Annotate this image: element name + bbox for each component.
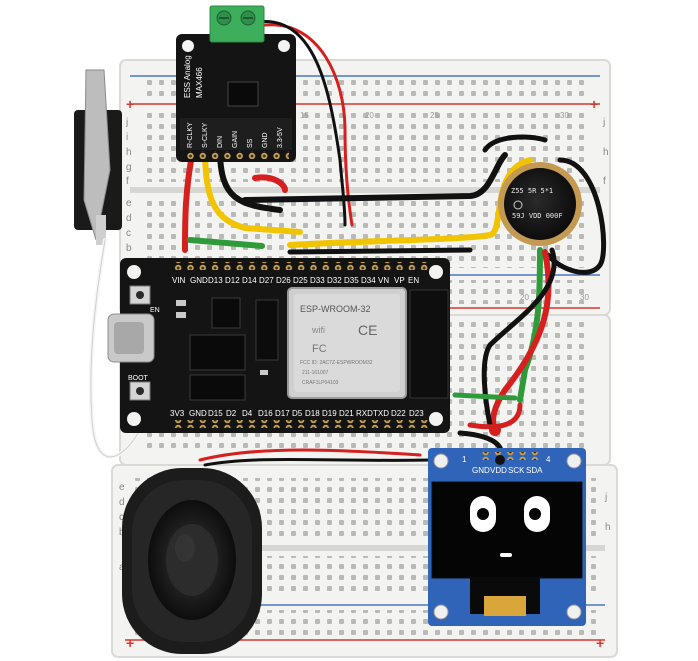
- amplifier-module: ESS Analog MAX466 R-CLKY S-CLKY DIN GAIN…: [176, 5, 296, 162]
- svg-text:RXD: RXD: [356, 409, 373, 418]
- svg-text:15: 15: [300, 111, 309, 120]
- svg-text:ESP-WROOM-32: ESP-WROOM-32: [300, 304, 371, 314]
- svg-text:c: c: [126, 228, 131, 239]
- svg-text:EN: EN: [408, 276, 419, 285]
- audio-jack: [74, 69, 122, 245]
- wire-ends: [489, 424, 505, 465]
- svg-text:GND: GND: [190, 276, 208, 285]
- svg-text:211-161007: 211-161007: [302, 370, 329, 376]
- svg-text:SDA: SDA: [526, 466, 543, 475]
- microphone-module: Z55 5R 5*1 59J VDD 000F: [498, 162, 582, 246]
- svg-text:4: 4: [546, 455, 551, 464]
- svg-text:GAIN: GAIN: [232, 131, 239, 148]
- oled-display: 1 4 GND VDD SCK SDA: [428, 448, 586, 626]
- svg-text:25: 25: [430, 111, 439, 120]
- svg-text:i: i: [126, 132, 128, 143]
- rail-plus-signs: + + + +: [126, 96, 604, 651]
- svg-text:EN: EN: [150, 307, 160, 314]
- svg-text:D35: D35: [344, 276, 359, 285]
- svg-text:j: j: [602, 117, 605, 128]
- svg-text:VDD: VDD: [490, 466, 507, 475]
- svg-text:ESS Analog: ESS Analog: [183, 55, 192, 98]
- svg-text:TXD: TXD: [373, 409, 389, 418]
- svg-text:D4: D4: [242, 409, 253, 418]
- svg-text:D23: D23: [409, 409, 424, 418]
- svg-text:wifi: wifi: [311, 325, 325, 335]
- svg-text:+: +: [590, 96, 598, 112]
- svg-text:D14: D14: [242, 276, 257, 285]
- svg-text:D33: D33: [310, 276, 325, 285]
- svg-text:h: h: [603, 147, 609, 158]
- svg-text:3V3: 3V3: [170, 409, 185, 418]
- svg-text:20: 20: [365, 111, 374, 120]
- svg-text:20: 20: [520, 293, 529, 302]
- svg-text:VN: VN: [378, 276, 389, 285]
- svg-text:30: 30: [580, 293, 589, 302]
- svg-text:f: f: [126, 176, 129, 187]
- svg-text:+: +: [596, 635, 604, 651]
- svg-text:g: g: [126, 162, 132, 173]
- svg-text:D17: D17: [275, 409, 290, 418]
- svg-text:VIN: VIN: [172, 276, 186, 285]
- svg-text:59J VDD 000F: 59J VDD 000F: [512, 212, 563, 220]
- svg-text:j: j: [604, 492, 607, 503]
- svg-text:j: j: [125, 117, 128, 128]
- svg-text:S-CLKY: S-CLKY: [202, 122, 209, 148]
- svg-text:D32: D32: [327, 276, 342, 285]
- svg-text:D5: D5: [292, 409, 303, 418]
- svg-text:d: d: [119, 497, 125, 508]
- svg-text:D15: D15: [208, 409, 223, 418]
- svg-text:DIN: DIN: [217, 136, 224, 148]
- svg-text:GND: GND: [472, 466, 490, 475]
- svg-text:e: e: [126, 198, 132, 209]
- svg-text:b: b: [126, 243, 132, 254]
- svg-text:VP: VP: [394, 276, 405, 285]
- svg-text:D2: D2: [226, 409, 237, 418]
- svg-text:30: 30: [560, 111, 569, 120]
- svg-text:GND: GND: [262, 132, 269, 148]
- svg-text:e: e: [119, 482, 125, 493]
- svg-text:D13: D13: [208, 276, 223, 285]
- svg-text:D27: D27: [259, 276, 274, 285]
- svg-text:D21: D21: [339, 409, 354, 418]
- speaker: [122, 468, 262, 654]
- svg-text:+: +: [126, 96, 134, 112]
- svg-text:1: 1: [462, 455, 467, 464]
- svg-text:D34: D34: [361, 276, 376, 285]
- svg-text:SS: SS: [247, 138, 254, 148]
- svg-text:D19: D19: [322, 409, 337, 418]
- svg-text:D25: D25: [293, 276, 308, 285]
- svg-text:R-CLKY: R-CLKY: [187, 122, 194, 148]
- svg-text:D22: D22: [391, 409, 406, 418]
- esp32-devkit: VIN GND D13 D12 D14 D27 D26 D25 D33 D32 …: [107, 258, 450, 433]
- svg-text:h: h: [126, 147, 132, 158]
- svg-text:D18: D18: [305, 409, 320, 418]
- svg-text:D12: D12: [225, 276, 240, 285]
- svg-text:FC: FC: [312, 343, 327, 355]
- svg-text:D26: D26: [276, 276, 291, 285]
- svg-text:f: f: [603, 176, 606, 187]
- column-numbers: 15 20 25 30 20 30: [300, 111, 589, 302]
- svg-text:GND: GND: [189, 409, 207, 418]
- svg-text:FCC ID: 2AC7Z-ESPWROOM32: FCC ID: 2AC7Z-ESPWROOM32: [300, 360, 373, 366]
- svg-text:c: c: [119, 512, 124, 523]
- svg-text:BOOT: BOOT: [128, 375, 149, 382]
- svg-text:CRAF1LP04103: CRAF1LP04103: [302, 380, 339, 386]
- svg-text:+: +: [126, 635, 134, 651]
- svg-text:SCK: SCK: [508, 466, 525, 475]
- svg-text:MAX466: MAX466: [195, 67, 204, 98]
- svg-text:h: h: [605, 522, 611, 533]
- svg-text:3.3-5V: 3.3-5V: [277, 127, 284, 148]
- svg-text:Z55 5R 5*1: Z55 5R 5*1: [511, 187, 553, 195]
- svg-text:D16: D16: [258, 409, 273, 418]
- svg-text:CE: CE: [358, 322, 377, 338]
- svg-text:d: d: [126, 213, 132, 224]
